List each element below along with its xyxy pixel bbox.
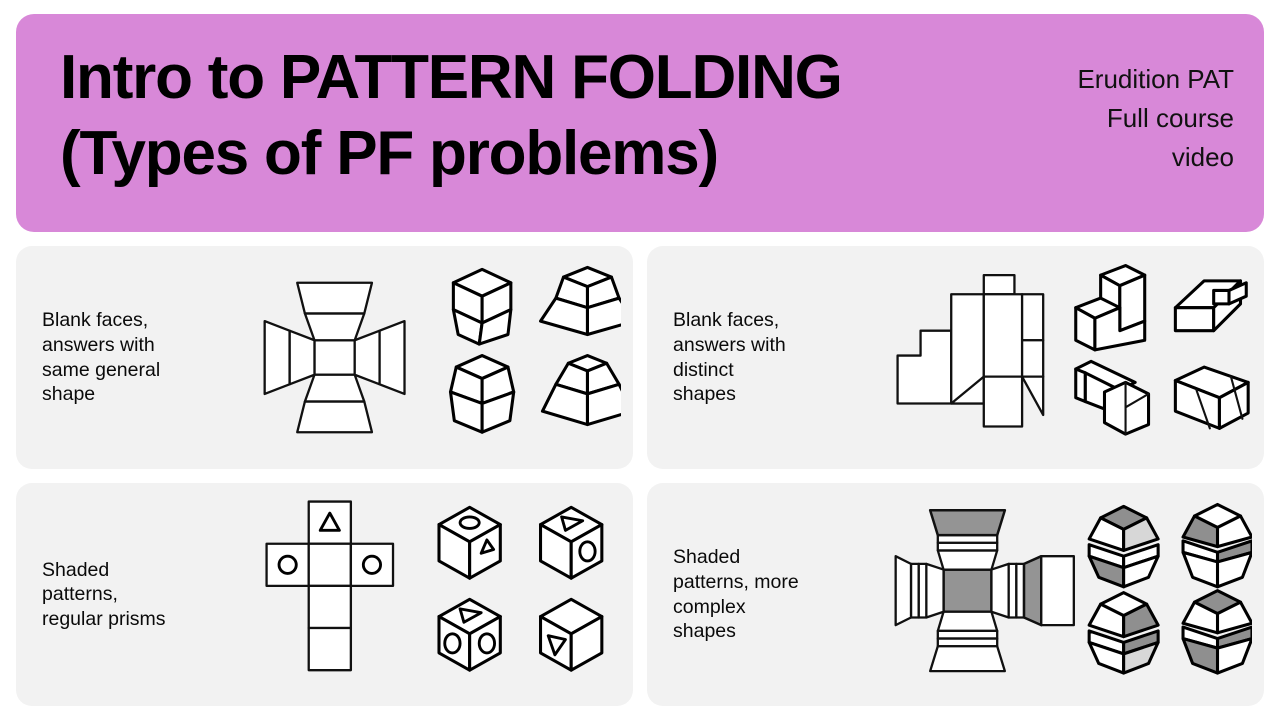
answer-shape-1 xyxy=(1074,264,1147,352)
triangle-marking xyxy=(318,511,341,532)
card-label: Shaded patterns, more complex shapes xyxy=(673,546,799,643)
figure-shaded-frustum-net xyxy=(888,493,1252,696)
answer-shape-2 xyxy=(1181,502,1252,589)
card-label: Shaded patterns, regular prisms xyxy=(42,558,166,630)
answer-shape-2 xyxy=(539,265,621,337)
card-blank-distinct-shapes[interactable]: Blank faces, answers with distinct shape… xyxy=(647,246,1264,469)
card-shaded-regular-prisms[interactable]: Shaded patterns, regular prisms xyxy=(16,483,633,706)
answer-shape-2 xyxy=(1173,279,1248,333)
answer-shape-1 xyxy=(437,505,502,580)
circle-marking-left xyxy=(277,554,298,575)
card-blank-same-shape[interactable]: Blank faces, answers with same general s… xyxy=(16,246,633,469)
card-label: Blank faces, answers with distinct shape… xyxy=(673,309,786,406)
net-shaded-cross xyxy=(894,508,1075,673)
net-irregular-polygon xyxy=(896,273,1045,428)
answer-shape-3 xyxy=(1087,591,1160,675)
net-cube-cross xyxy=(265,500,395,672)
answer-shape-4 xyxy=(539,597,604,672)
answer-shape-3 xyxy=(437,597,502,672)
circle-marking-right xyxy=(361,554,383,575)
card-shaded-complex-shapes[interactable]: Shaded patterns, more complex shapes xyxy=(647,483,1264,706)
figure-cube-net-with-markings xyxy=(257,493,621,696)
figure-irregular-net xyxy=(888,256,1252,459)
answer-shape-4 xyxy=(1181,589,1252,675)
header-banner: Intro to PATTERN FOLDING (Types of PF pr… xyxy=(16,14,1264,232)
answer-shape-2 xyxy=(539,505,604,580)
page-title: Intro to PATTERN FOLDING (Types of PF pr… xyxy=(60,43,843,188)
card-label: Blank faces, answers with same general s… xyxy=(42,309,161,406)
figure-frustum-cross-net xyxy=(257,256,621,459)
answer-shape-4 xyxy=(1173,365,1250,430)
answer-shape-1 xyxy=(1087,504,1160,589)
problem-type-grid: Blank faces, answers with same general s… xyxy=(16,246,1264,706)
answer-shape-4 xyxy=(540,354,621,427)
answer-shape-3 xyxy=(448,354,516,434)
header-subtitle: Erudition PAT Full course video xyxy=(1077,64,1234,172)
answer-shape-1 xyxy=(451,267,513,346)
net-cross-frustum xyxy=(263,281,406,434)
answer-shape-3 xyxy=(1074,359,1151,436)
